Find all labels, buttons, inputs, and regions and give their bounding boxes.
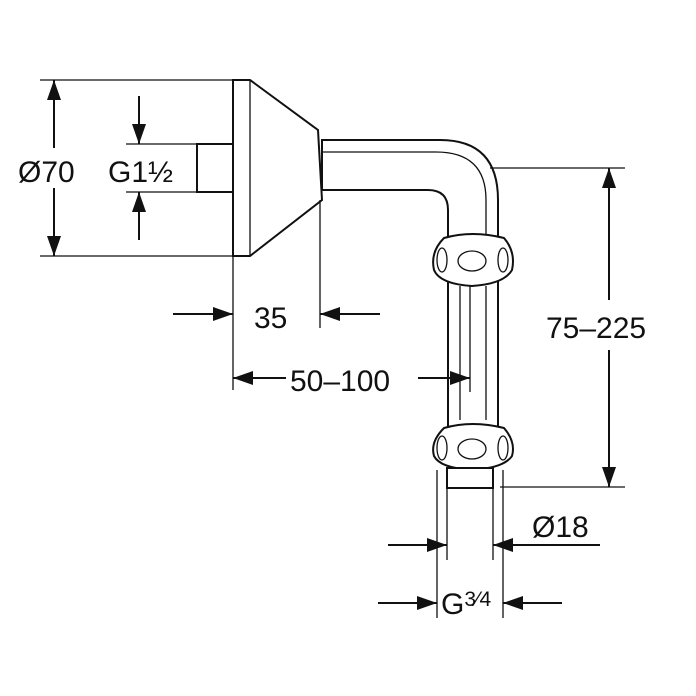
dim-pipe-diameter: Ø18 — [388, 488, 600, 560]
dim-outlet-thread: G3⁄4 — [378, 470, 562, 621]
outlet-stub — [446, 467, 494, 489]
projection-range-label: 50–100 — [290, 365, 390, 398]
wall-flange — [232, 79, 324, 257]
inlet-thread-stub — [196, 143, 236, 193]
inlet-thread-label: G1½ — [108, 156, 173, 189]
dim-flange-depth: 35 — [173, 200, 380, 390]
shower-arm-part — [196, 79, 514, 489]
dim-flange-diameter: Ø70 — [18, 79, 233, 257]
vertical-pipe — [447, 267, 499, 435]
lower-nut — [432, 423, 514, 472]
outlet-thread-label: G3⁄4 — [441, 588, 492, 621]
dim-height-range: 75–225 — [490, 167, 646, 488]
arm-elbow — [321, 139, 499, 241]
pipe-diameter-label: Ø18 — [532, 511, 589, 544]
dim-inlet-thread: G1½ — [108, 96, 197, 240]
flange-depth-label: 35 — [254, 302, 287, 335]
dim-projection-range: 50–100 — [233, 286, 471, 398]
flange-diameter-label: Ø70 — [18, 156, 75, 189]
upper-nut — [432, 233, 514, 288]
height-range-label: 75–225 — [546, 312, 646, 345]
